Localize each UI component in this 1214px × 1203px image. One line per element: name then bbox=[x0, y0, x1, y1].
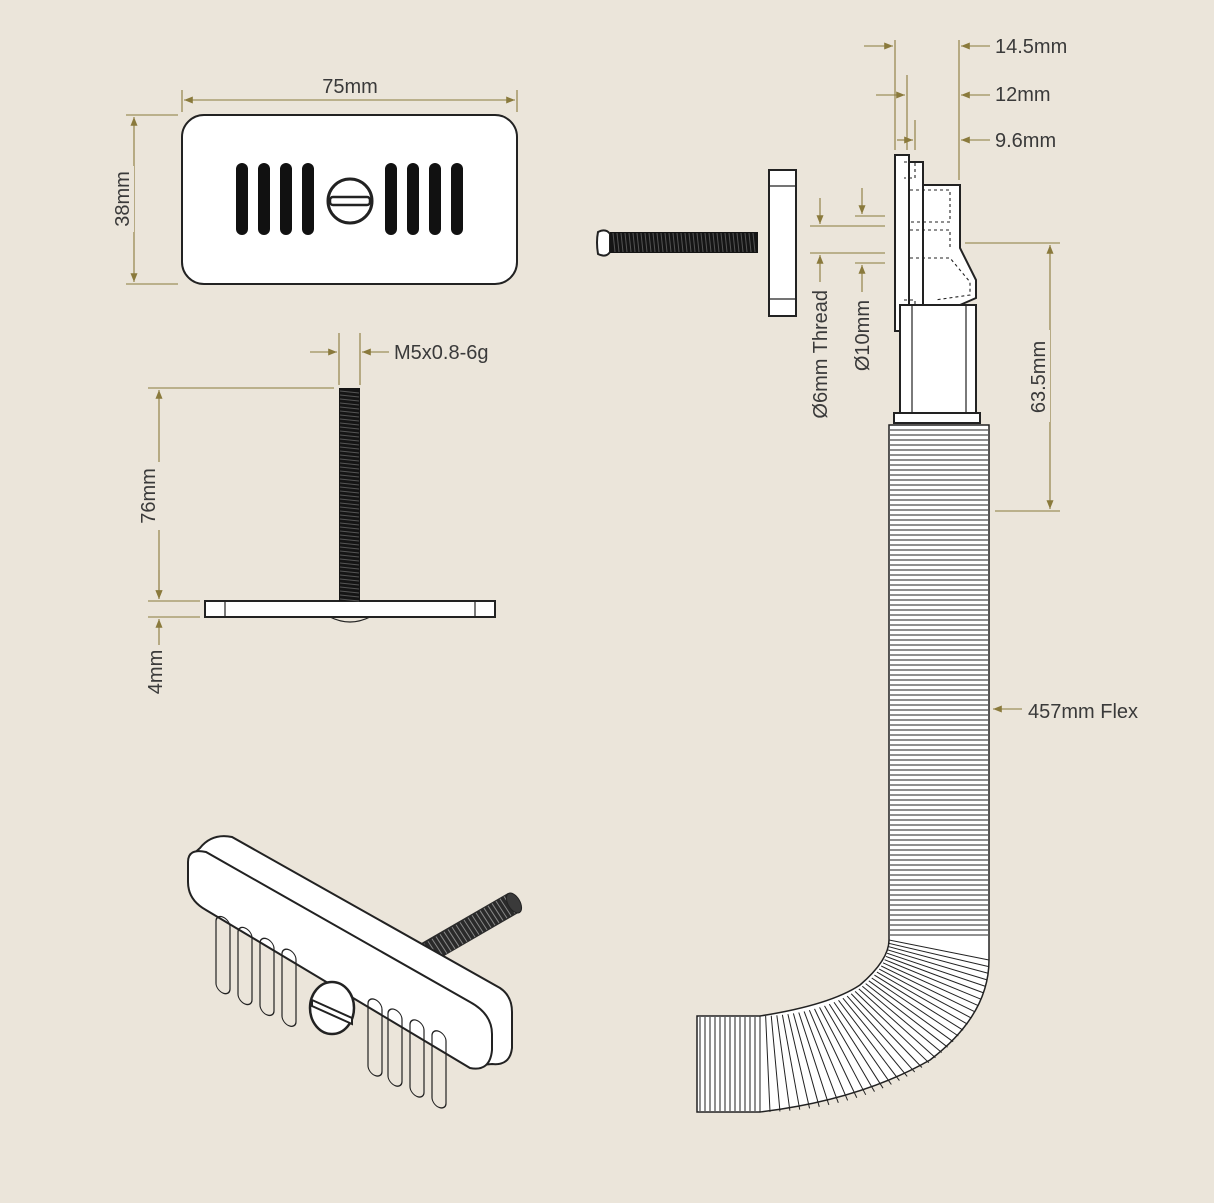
dim-plate-thickness: 4mm bbox=[145, 570, 200, 694]
flex-pipe bbox=[696, 424, 990, 1113]
label-plate-height: 38mm bbox=[112, 171, 134, 227]
bolt-threaded-rod bbox=[339, 388, 360, 602]
label-thread-spec: M5x0.8-6g bbox=[394, 342, 489, 364]
label-12: 12mm bbox=[995, 84, 1051, 106]
iso-slots bbox=[215, 915, 447, 1109]
screw-head-icon bbox=[326, 177, 374, 225]
dim-thread-spec: M5x0.8-6g bbox=[310, 333, 489, 385]
label-bolt-length: 76mm bbox=[138, 468, 160, 524]
label-14-5: 14.5mm bbox=[995, 36, 1067, 58]
label-outer-dia: Ø10mm bbox=[852, 300, 874, 371]
dim-flex-length: 457mm Flex bbox=[993, 701, 1138, 723]
label-fitting-length: 63.5mm bbox=[1028, 341, 1050, 413]
bolt-isometric bbox=[418, 892, 523, 964]
dim-diameters: Ø6mm Thread Ø10mm bbox=[810, 188, 885, 419]
label-thread-dia: Ø6mm Thread bbox=[810, 290, 832, 419]
exploded-washer bbox=[768, 169, 797, 317]
label-flex-length: 457mm Flex bbox=[1028, 701, 1138, 723]
vent-slots-right bbox=[385, 163, 463, 235]
dim-plate-height: 38mm bbox=[112, 114, 178, 285]
vent-slots-left bbox=[236, 163, 314, 235]
plate-front-view bbox=[181, 114, 518, 285]
dim-bolt-length: 76mm bbox=[138, 387, 334, 602]
iso-screw-head-icon bbox=[308, 980, 356, 1036]
plate-side-view bbox=[204, 388, 496, 623]
waste-fitting bbox=[893, 154, 981, 424]
label-plate-thickness: 4mm bbox=[145, 650, 167, 694]
label-plate-width: 75mm bbox=[322, 76, 378, 98]
label-9-6: 9.6mm bbox=[995, 130, 1056, 152]
plate-isometric-view bbox=[186, 835, 523, 1109]
dim-fitting-length: 63.5mm bbox=[965, 242, 1060, 512]
dim-plate-width: 75mm bbox=[181, 76, 518, 112]
dim-offsets: 14.5mm 12mm 9.6mm bbox=[864, 36, 1067, 180]
exploded-bolt bbox=[596, 229, 758, 257]
